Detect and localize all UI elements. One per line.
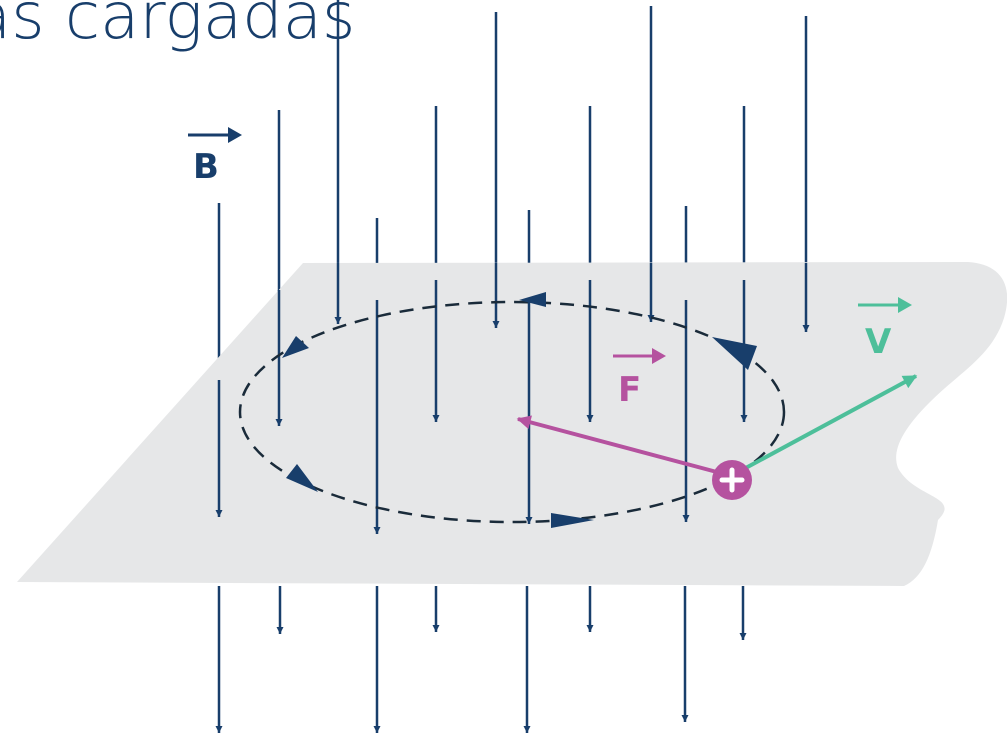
label-f-text: F (618, 370, 641, 410)
direction-arrowhead (519, 292, 546, 307)
velocity-vector (741, 374, 918, 472)
label-b-text: B (193, 147, 219, 187)
label-force: F (613, 348, 666, 410)
positive-charge (712, 460, 752, 500)
field-lines-lower (215, 586, 747, 733)
direction-arrowhead (551, 513, 594, 528)
field-lines-on-plane (215, 263, 810, 534)
page-title: as cargadas (0, 0, 355, 54)
label-velocity: V (858, 297, 912, 362)
trajectory-arrows (282, 292, 757, 528)
direction-arrowhead (712, 337, 757, 370)
force-vector (516, 415, 729, 477)
trajectory-path (238, 300, 786, 524)
label-magnetic-field: B (188, 127, 242, 187)
plus-icon (719, 467, 745, 493)
direction-arrowhead (282, 336, 309, 358)
plane-surface (17, 262, 1007, 586)
direction-arrowhead (286, 464, 318, 492)
label-v-text: V (865, 322, 892, 362)
